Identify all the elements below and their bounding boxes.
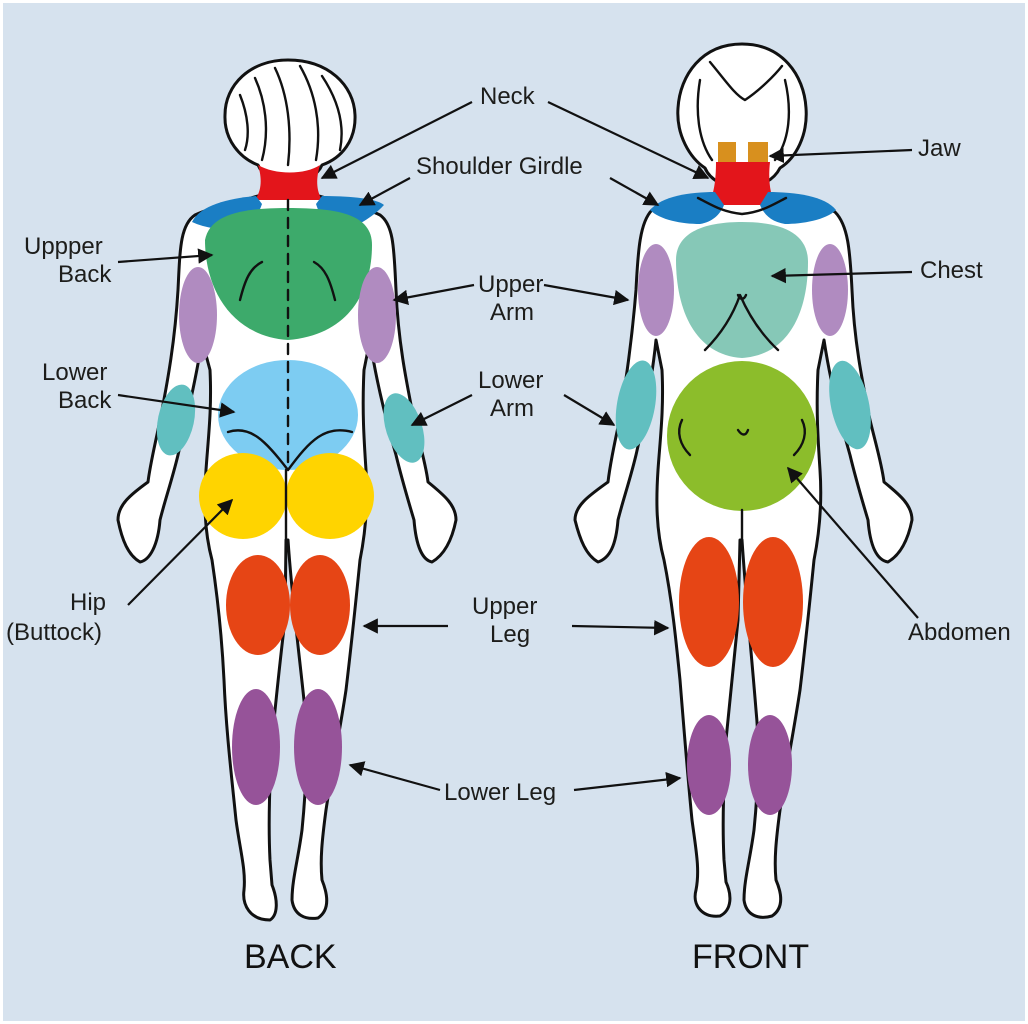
label-upper-arm-line1: Upper xyxy=(478,271,543,298)
label-upper-back-line1: Uppper xyxy=(24,233,103,260)
label-neck: Neck xyxy=(480,83,536,110)
front-lower-leg-left xyxy=(687,715,731,815)
front-jaw-region xyxy=(718,142,768,162)
label-upper-back-line2: Back xyxy=(58,261,112,288)
back-lower-leg-right xyxy=(294,689,342,805)
back-lower-arm-right xyxy=(383,393,425,463)
back-hip-left xyxy=(199,453,287,539)
label-hip-line1: Hip xyxy=(70,589,106,616)
front-abdomen-region xyxy=(667,361,817,511)
back-figure xyxy=(116,58,458,922)
front-shoulder-left xyxy=(650,192,724,224)
label-hip-line2: (Buttock) xyxy=(6,619,102,646)
label-upper-leg-line2: Leg xyxy=(490,621,530,648)
title-back: BACK xyxy=(244,938,337,976)
label-abdomen: Abdomen xyxy=(908,619,1011,646)
back-head xyxy=(223,58,357,184)
title-front: FRONT xyxy=(692,938,809,976)
label-shoulder-girdle: Shoulder Girdle xyxy=(416,153,583,180)
front-upper-leg-left xyxy=(679,537,739,667)
front-upper-leg-right xyxy=(743,537,803,667)
back-lower-leg-left xyxy=(232,689,280,805)
label-lower-back-line1: Lower xyxy=(42,359,107,386)
back-neck-region xyxy=(255,165,322,200)
label-chest: Chest xyxy=(920,257,983,284)
back-upper-leg-right xyxy=(290,555,350,655)
back-upper-leg-left xyxy=(226,555,290,655)
label-upper-arm-line2: Arm xyxy=(490,299,534,326)
front-lower-arm-right xyxy=(829,360,871,450)
labels: Neck Shoulder Girdle Jaw Uppper Back Che… xyxy=(6,83,1011,976)
front-upper-arm-right xyxy=(812,244,848,336)
front-upper-arm-left xyxy=(638,244,674,336)
background-panel xyxy=(3,3,1025,1021)
front-chest-region xyxy=(676,222,808,358)
front-figure xyxy=(573,42,914,919)
back-upper-arm-left xyxy=(179,267,217,363)
label-lower-arm-line1: Lower xyxy=(478,367,543,394)
front-lower-leg-right xyxy=(748,715,792,815)
arrows xyxy=(117,101,919,792)
label-lower-leg: Lower Leg xyxy=(444,779,556,806)
label-lower-back-line2: Back xyxy=(58,387,112,414)
label-lower-arm-line2: Arm xyxy=(490,395,534,422)
label-upper-leg-line1: Upper xyxy=(472,593,537,620)
label-jaw: Jaw xyxy=(918,135,961,162)
back-hip-right xyxy=(286,453,374,539)
front-shoulder-right xyxy=(760,192,836,224)
back-upper-arm-right xyxy=(358,267,396,363)
front-neck-region xyxy=(708,162,776,205)
front-lower-arm-left xyxy=(615,360,657,450)
